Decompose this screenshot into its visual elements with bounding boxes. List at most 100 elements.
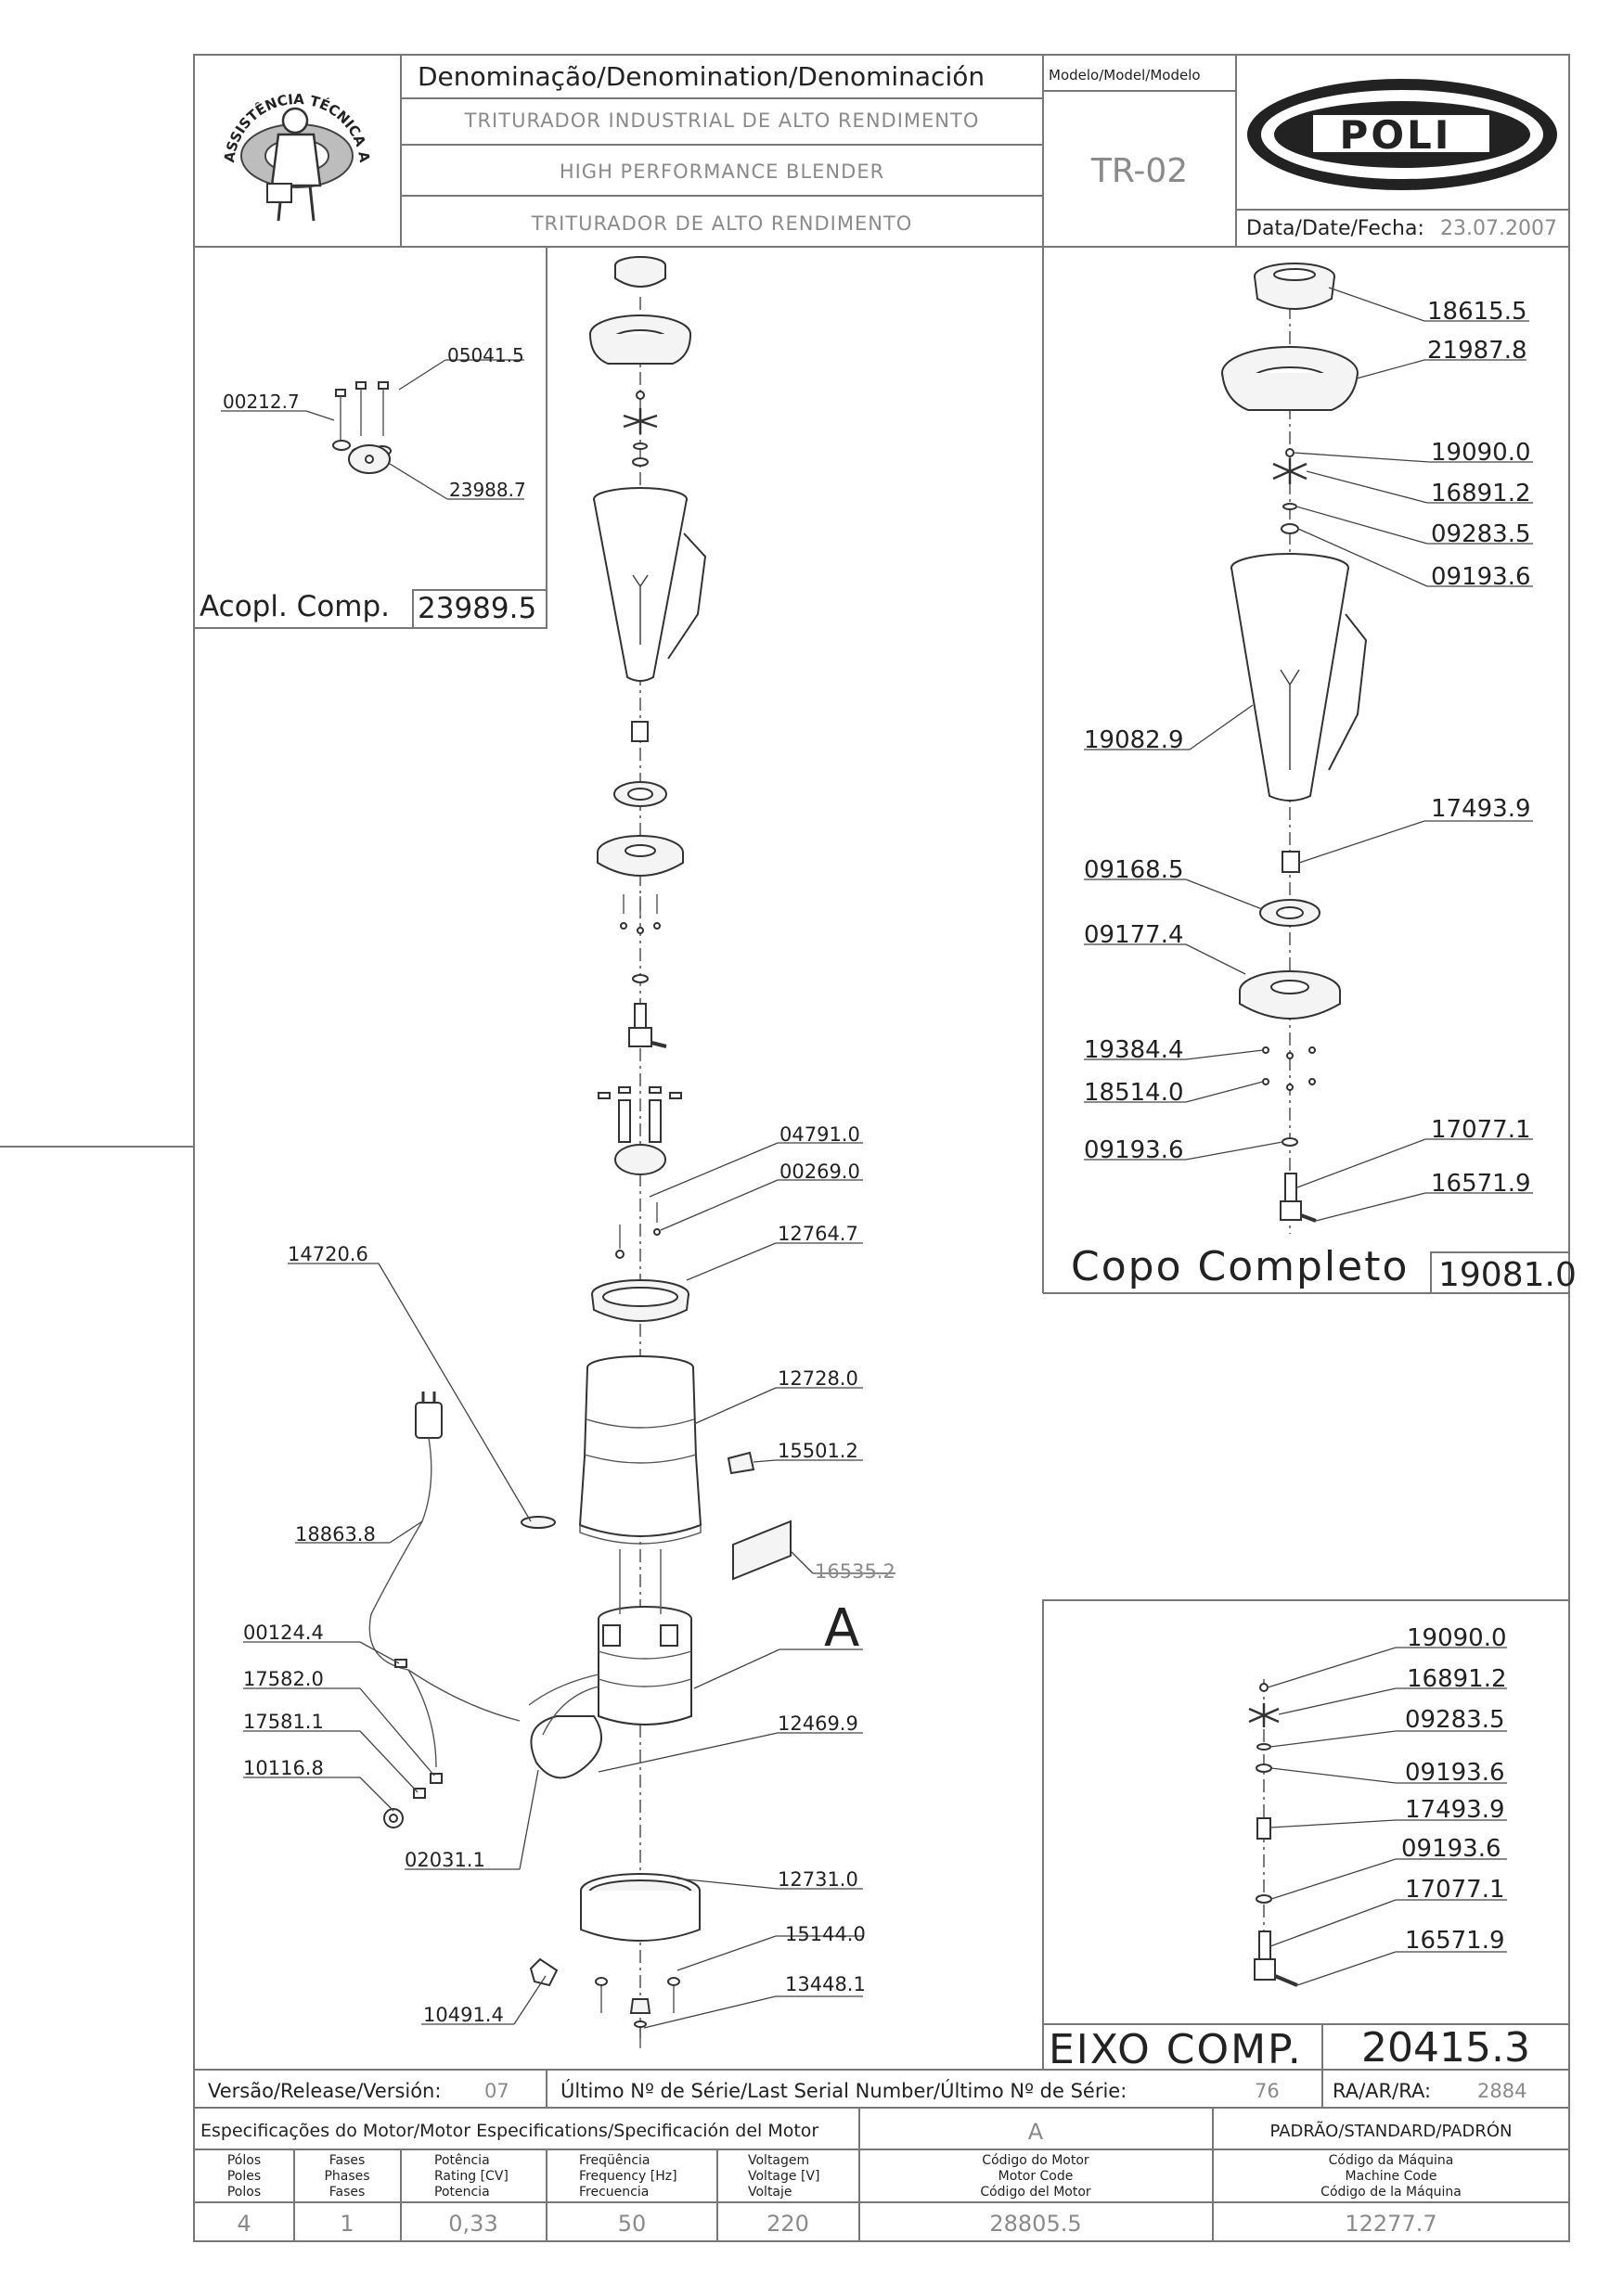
part-label: 05041.5 <box>447 344 524 366</box>
part-label: 17581.1 <box>243 1711 324 1733</box>
shaft-assembly-box: 19090.0 16891.2 09283.5 09193.6 17493.9 … <box>1049 1624 1530 2073</box>
part-label: 16535.2 <box>815 1560 895 1583</box>
part-label: 10116.8 <box>243 1757 324 1779</box>
part-label: 17077.1 <box>1431 1116 1531 1144</box>
part-label: 19090.0 <box>1407 1624 1507 1652</box>
motor-value: 0,33 <box>448 2211 497 2237</box>
part-label: 18615.5 <box>1427 298 1527 326</box>
part-label: 00124.4 <box>243 1622 324 1644</box>
ra-value: 2884 <box>1477 2080 1526 2102</box>
power-cord <box>368 1392 521 1828</box>
part-label: 16891.2 <box>1407 1665 1507 1693</box>
motor-value: 50 <box>618 2211 647 2237</box>
part-label: 09193.6 <box>1084 1136 1184 1164</box>
label-sticker-round <box>521 1516 556 1529</box>
column-header: Fases <box>329 2185 366 2200</box>
housing-ring <box>591 1279 689 1322</box>
part-label: 21987.8 <box>1427 337 1527 365</box>
sheet-frame <box>0 54 1570 2242</box>
part-label: 17493.9 <box>1405 1796 1505 1824</box>
version-label: Versão/Release/Versión: <box>208 2080 441 2102</box>
part-label: 00212.7 <box>223 391 300 413</box>
motor-group-callout: A <box>824 1598 859 1659</box>
shaft-title: EIXO COMP. <box>1049 2026 1303 2073</box>
part-label: 10491.4 <box>423 2004 504 2026</box>
part-label: 12731.0 <box>778 1868 858 1891</box>
column-header: Frequency [Hz] <box>579 2169 677 2184</box>
column-header: Machine Code <box>1346 2169 1437 2184</box>
part-label: 09177.4 <box>1084 921 1184 949</box>
product-name-en: HIGH PERFORMANCE BLENDER <box>560 160 884 183</box>
motor-value: 220 <box>766 2211 809 2237</box>
motor-group: A <box>1028 2119 1044 2145</box>
motor-value: 12277.7 <box>1345 2211 1436 2237</box>
poli-brand-logo: POLI ® <box>1247 79 1557 190</box>
motor-value: 1 <box>340 2211 354 2237</box>
coupling-assembly <box>598 1086 682 1175</box>
part-label: 12469.9 <box>778 1712 858 1735</box>
column-header: Potencia <box>434 2185 490 2200</box>
column-header: Código de la Máquina <box>1320 2185 1462 2200</box>
column-header: Potência <box>434 2153 490 2168</box>
coupling-title: Acopl. Comp. <box>200 590 390 623</box>
column-header: Rating [CV] <box>434 2169 509 2184</box>
part-label: 16891.2 <box>1431 480 1531 507</box>
date-label: Data/Date/Fecha: <box>1246 217 1424 240</box>
machine-base <box>580 1873 701 1942</box>
column-header: Código do Motor <box>982 2153 1089 2168</box>
part-label: 19384.4 <box>1084 1036 1184 1064</box>
column-header: Poles <box>227 2169 261 2184</box>
part-label: 15144.0 <box>785 1923 866 1945</box>
column-header: Voltaje <box>748 2185 792 2200</box>
main-exploded-view: 04791.0 00269.0 12764.7 14720.6 12728.0 … <box>243 256 895 2048</box>
cup-bushing <box>631 721 649 742</box>
warning-sticker <box>727 1451 755 1475</box>
drive-shaft <box>628 1003 667 1048</box>
coupling-code: 23989.5 <box>418 592 536 625</box>
motor-value: 4 <box>237 2211 251 2237</box>
column-header: Motor Code <box>998 2169 1074 2184</box>
denomination-label: Denominação/Denomination/Denominación <box>418 61 985 92</box>
column-header: Polos <box>227 2185 261 2200</box>
part-label: 09168.5 <box>1084 856 1184 884</box>
base-bracket <box>529 1957 559 1987</box>
part-label: 17582.0 <box>243 1668 324 1690</box>
part-label: 12728.0 <box>778 1367 858 1390</box>
part-label: 16571.9 <box>1431 1170 1531 1198</box>
column-header: Código del Motor <box>980 2185 1091 2200</box>
product-name-pt: TRITURADOR INDUSTRIAL DE ALTO RENDIMENTO <box>464 109 980 132</box>
model-code: TR-02 <box>1090 152 1188 190</box>
part-label: 18514.0 <box>1084 1079 1184 1107</box>
part-label: 18863.8 <box>295 1523 376 1546</box>
cup-base <box>597 835 684 934</box>
complete-cup-box: 18615.5 21987.8 19090.0 16891.2 09283.5 … <box>1071 263 1577 1294</box>
serial-label: Último Nº de Série/Last Serial Number/Úl… <box>560 2079 1127 2102</box>
column-header: Freqüência <box>579 2153 650 2168</box>
column-header: Voltagem <box>748 2153 809 2168</box>
svg-text:®: ® <box>1492 119 1505 134</box>
motor-spec-label: Especificações do Motor/Motor Especifica… <box>200 2121 818 2141</box>
column-header: Pólos <box>227 2153 261 2168</box>
part-label: 09193.6 <box>1405 1759 1505 1787</box>
column-header: Fases <box>329 2153 366 2168</box>
title-block: ASSISTÊNCIA TÉCNICA AUTORIZADA Denominaç… <box>0 0 1557 240</box>
motor-value: 28805.5 <box>989 2211 1081 2237</box>
brand-name: POLI <box>1340 112 1452 158</box>
part-label: 12764.7 <box>778 1223 858 1245</box>
part-label: 09193.6 <box>1431 563 1531 591</box>
column-header: Voltage [V] <box>748 2169 819 2184</box>
product-name-es: TRITURADOR DE ALTO RENDIMENTO <box>531 212 913 235</box>
ra-label: RA/AR/RA: <box>1333 2080 1431 2102</box>
column-header: Phases <box>324 2169 369 2184</box>
model-label: Modelo/Model/Modelo <box>1049 67 1201 83</box>
column-header: Código da Máquina <box>1329 2153 1454 2168</box>
part-label: 02031.1 <box>405 1849 485 1871</box>
motor-housing <box>578 1355 702 1545</box>
part-label: 04791.0 <box>779 1123 860 1146</box>
part-label: 00269.0 <box>779 1161 860 1183</box>
part-label: 09283.5 <box>1431 520 1531 548</box>
coupling-assembly-box: 05041.5 00212.7 23988.7 Acopl. Comp. 239… <box>200 344 536 625</box>
column-header: Frecuencia <box>579 2185 649 2200</box>
part-label: 09283.5 <box>1405 1706 1505 1734</box>
